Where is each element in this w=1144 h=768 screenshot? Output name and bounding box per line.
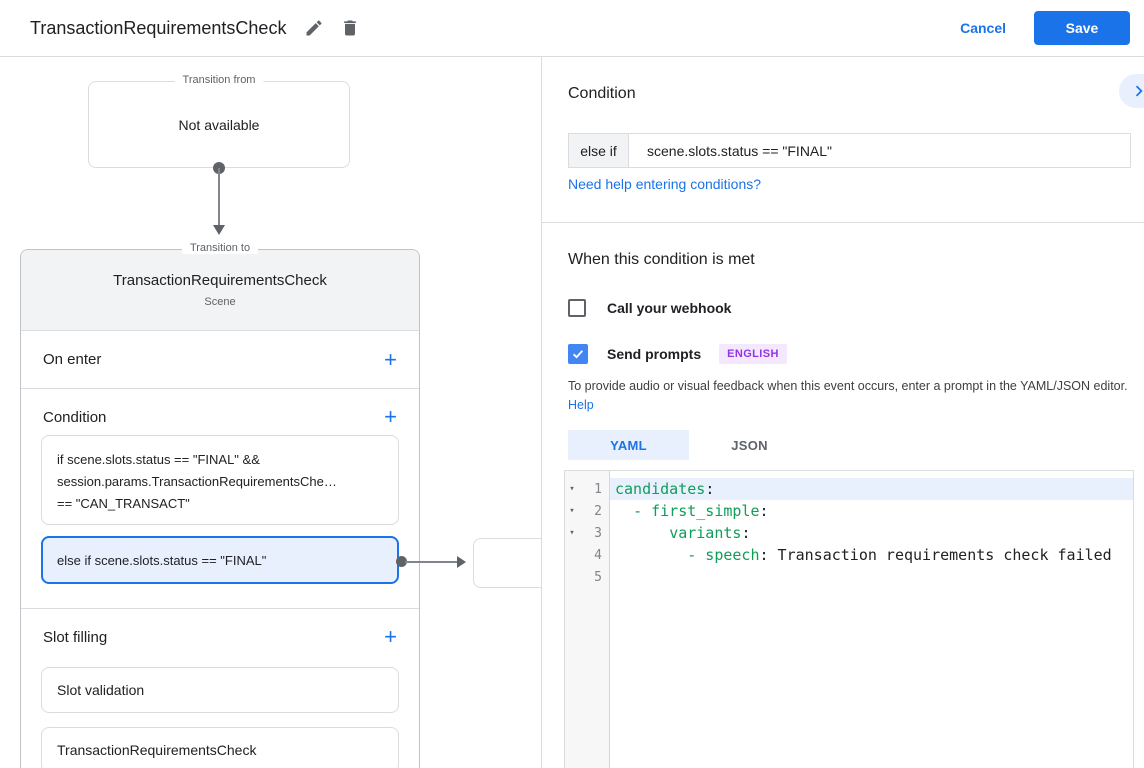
diagram-pane: Transition from Not available Transition…: [0, 57, 541, 768]
condition-section-head: Condition +: [21, 389, 419, 433]
trash-icon: [340, 18, 360, 38]
condition-item-2-selected[interactable]: else if scene.slots.status == "FINAL": [41, 536, 399, 584]
slot-item-validation[interactable]: Slot validation: [41, 667, 399, 713]
transition-from-content: Not available: [178, 116, 260, 133]
tab-json[interactable]: JSON: [731, 437, 768, 453]
connector-line: [405, 561, 457, 563]
condition-expression-row: else if: [568, 133, 1131, 168]
condition-panel-heading: Condition: [568, 85, 636, 102]
yaml-key-token: - first_simple: [633, 502, 760, 520]
gutter-row: ▾3: [565, 522, 609, 544]
send-prompts-label: Send prompts: [607, 346, 702, 362]
condition-item-1[interactable]: if scene.slots.status == "FINAL" && sess…: [41, 435, 399, 525]
slot-item-transaction-check[interactable]: TransactionRequirementsCheck: [41, 727, 399, 768]
send-prompts-row: Send prompts ENGLISH: [568, 344, 787, 364]
connector-line: [218, 168, 220, 226]
chevron-right-icon: [1131, 83, 1144, 99]
send-prompts-checkbox[interactable]: [568, 344, 588, 364]
scene-card-title: TransactionRequirementsCheck: [113, 272, 327, 289]
transition-from-node[interactable]: Transition from Not available: [88, 74, 350, 168]
gutter-row: ▾2: [565, 500, 609, 522]
arrow-down-icon: [213, 225, 225, 235]
language-badge: ENGLISH: [719, 344, 787, 364]
code-line[interactable]: - first_simple:: [610, 500, 1133, 522]
fold-arrow-icon[interactable]: ▾: [569, 484, 575, 494]
line-number: 4: [594, 547, 602, 563]
fold-arrow-icon[interactable]: ▾: [569, 528, 575, 538]
section-divider: [21, 608, 419, 609]
condition-item-1-line: session.params.TransactionRequirementsCh…: [57, 474, 337, 489]
prompt-helper-text-body: To provide audio or visual feedback when…: [568, 379, 1128, 393]
editor-tabs: YAML JSON: [568, 430, 810, 460]
code-line[interactable]: - speech: Transaction requirements check…: [610, 544, 1133, 566]
line-number: 3: [594, 525, 602, 541]
add-slot-icon[interactable]: +: [384, 624, 397, 649]
save-button[interactable]: Save: [1034, 11, 1130, 45]
cancel-button[interactable]: Cancel: [960, 20, 1006, 36]
delete-scene-button[interactable]: [332, 10, 368, 46]
code-line[interactable]: variants:: [610, 522, 1133, 544]
fold-arrow-icon[interactable]: ▾: [569, 506, 575, 516]
transition-to-legend: Transition to: [181, 242, 259, 254]
gutter-row: 4: [565, 544, 609, 566]
code-line[interactable]: [610, 566, 1133, 588]
condition-panel: Condition else if Need help entering con…: [541, 57, 1144, 768]
checkmark-icon: [571, 347, 585, 361]
panel-divider: [542, 222, 1144, 223]
slot-filling-section-head: Slot filling +: [21, 609, 419, 653]
condition-item-1-line: == "CAN_TRANSACT": [57, 496, 190, 511]
gutter-row: ▾1: [565, 478, 609, 500]
yaml-key-token: variants: [669, 524, 742, 542]
scene-card: Transition to TransactionRequirementsChe…: [20, 242, 420, 768]
tab-yaml[interactable]: YAML: [568, 430, 689, 460]
on-enter-row[interactable]: On enter +: [21, 331, 419, 389]
edit-title-button[interactable]: [296, 10, 332, 46]
yaml-key-token: - speech: [687, 546, 760, 564]
yaml-plain-token: :: [741, 524, 751, 542]
yaml-plain-token: Transaction requirements check failed: [768, 546, 1112, 564]
scene-card-header[interactable]: TransactionRequirementsCheck Scene: [21, 250, 419, 331]
editor-code[interactable]: candidates: - first_simple: variants: - …: [610, 471, 1133, 768]
yaml-key-token: candidates: [615, 480, 706, 498]
condition-item-2-text: else if scene.slots.status == "FINAL": [57, 553, 267, 568]
prompt-help-link[interactable]: Help: [568, 398, 594, 412]
condition-item-1-line: if scene.slots.status == "FINAL" &&: [57, 452, 260, 467]
transition-from-legend: Transition from: [174, 74, 264, 86]
webhook-label: Call your webhook: [607, 300, 732, 316]
condition-help-link[interactable]: Need help entering conditions?: [568, 176, 762, 192]
add-on-enter-icon[interactable]: +: [384, 346, 397, 372]
yaml-plain-token: [615, 502, 633, 520]
collapse-panel-button[interactable]: [1119, 74, 1144, 108]
condition-prefix: else if: [569, 134, 629, 167]
webhook-row: Call your webhook: [568, 299, 731, 317]
transition-target-node[interactable]: [473, 538, 541, 588]
yaml-plain-token: [615, 524, 669, 542]
condition-section-label: Condition: [43, 408, 107, 426]
pencil-icon: [304, 18, 324, 38]
yaml-plain-token: :: [705, 480, 715, 498]
line-number: 2: [594, 503, 602, 519]
on-enter-label: On enter: [43, 351, 102, 368]
slot-filling-label: Slot filling: [43, 628, 108, 646]
when-met-heading: When this condition is met: [568, 251, 755, 268]
line-number: 5: [594, 569, 602, 585]
yaml-plain-token: [615, 546, 687, 564]
condition-expression-input[interactable]: [629, 134, 1130, 167]
page-title: TransactionRequirementsCheck: [30, 17, 287, 38]
connector-dot: [396, 556, 407, 567]
webhook-checkbox[interactable]: [568, 299, 586, 317]
yaml-plain-token: :: [759, 546, 769, 564]
line-number: 1: [594, 481, 602, 497]
arrow-right-icon: [457, 556, 466, 568]
top-bar: TransactionRequirementsCheck Cancel Save: [0, 0, 1144, 57]
scene-card-subtitle: Scene: [204, 296, 236, 308]
code-line[interactable]: candidates:: [610, 478, 1133, 500]
gutter-row: 5: [565, 566, 609, 588]
prompt-helper-text: To provide audio or visual feedback when…: [568, 377, 1133, 415]
yaml-plain-token: :: [759, 502, 769, 520]
add-condition-icon[interactable]: +: [384, 404, 397, 429]
